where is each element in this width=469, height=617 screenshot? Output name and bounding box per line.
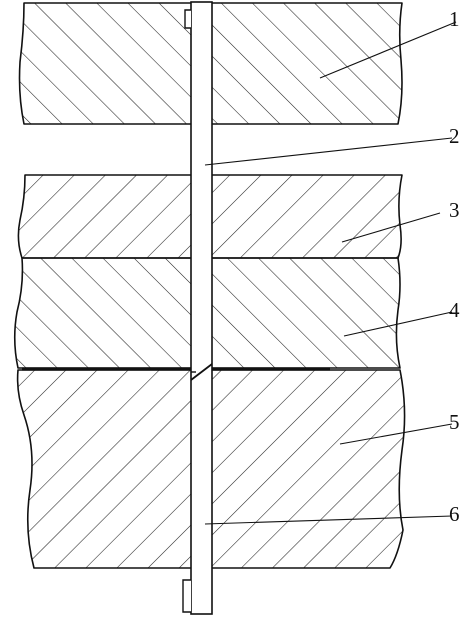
callout-6: 6 [449,502,460,526]
bolt-body [190,1,213,615]
leader-2 [204,137,453,166]
leader-lines [204,21,457,525]
bolt-rod [182,1,213,615]
leader-6 [204,515,453,525]
callout-5: 5 [449,410,460,434]
layer-4-outline [13,257,401,369]
bolt-top-tab [184,9,191,29]
leader-4 [343,311,453,337]
bolt-shear-crack [190,363,213,381]
leader-5 [339,423,453,445]
layer-1-outline [18,2,403,125]
layer-5-outline [16,369,406,569]
callout-4: 4 [449,298,460,322]
callout-3: 3 [449,198,460,222]
leader-3 [341,212,441,243]
leader-1 [319,21,457,79]
callout-labels: 1 2 3 4 5 6 [449,7,460,526]
callout-2: 2 [449,124,460,148]
callout-1: 1 [449,7,460,31]
bolt-bottom-tab [182,579,191,613]
